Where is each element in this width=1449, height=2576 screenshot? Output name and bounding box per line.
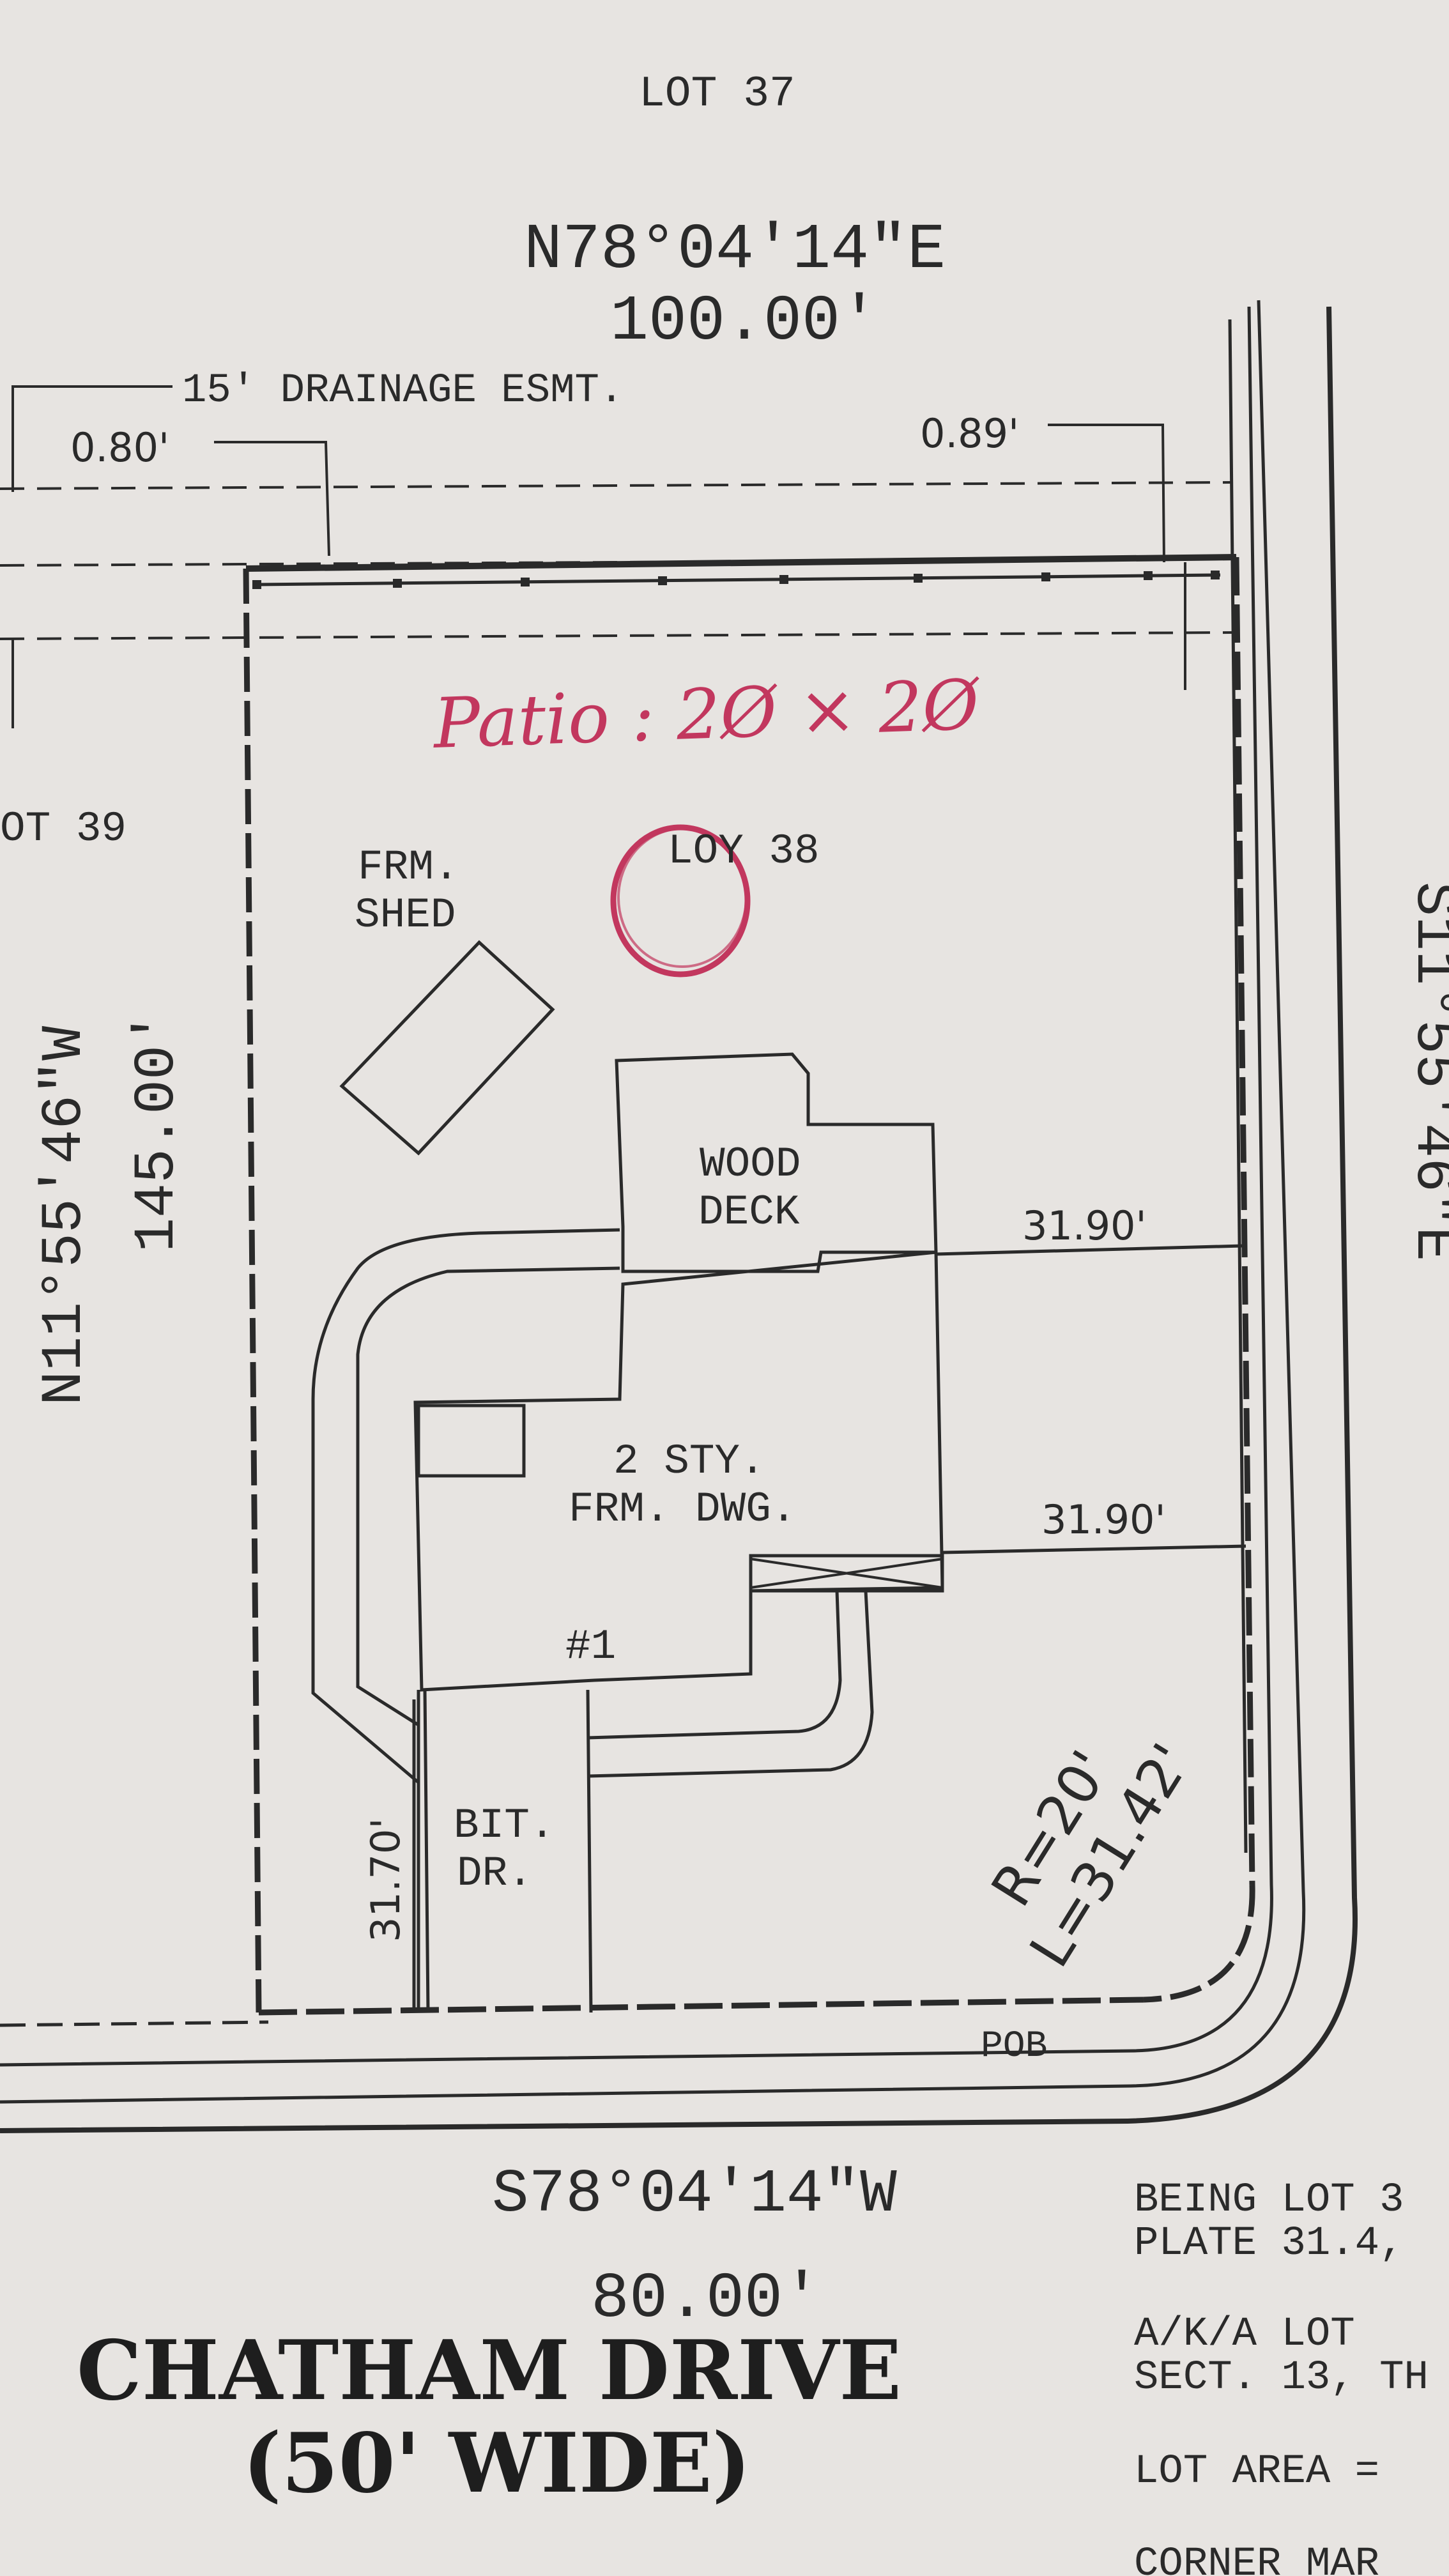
drainage-easement-label: 15' DRAINAGE ESMT. [182, 368, 624, 414]
driveway-label-1: BIT. [454, 1802, 555, 1850]
patio-note: Patio : 2Ø × 2Ø [431, 665, 982, 764]
offset-right-label: 0.89' [920, 410, 1019, 457]
north-bearing: N78°04'14"E [524, 215, 946, 287]
frame-shed [339, 940, 555, 1156]
legal-description: BEING LOT 3 PLATE 31.4, A/K/A LOT SECT. … [1134, 2177, 1429, 2576]
stoop-x [750, 1558, 943, 1589]
legal-line-6: CORNER MAR [1134, 2542, 1379, 2576]
handwritten-annotation: Patio : 2Ø × 2Ø [431, 665, 982, 977]
deck-label-1: WOOD [700, 1140, 801, 1188]
south-bearing: S78°04'14"W [492, 2159, 897, 2229]
setback-leaders [412, 1244, 1246, 2009]
west-distance: 145.00' [125, 1011, 190, 1252]
dwelling-label-2: FRM. DWG. [569, 1485, 796, 1533]
easement-leaders [12, 385, 1186, 728]
legal-line-2: PLATE 31.4, [1134, 2221, 1404, 2267]
fence-line [252, 571, 1221, 589]
legal-line-1: BEING LOT 3 [1134, 2177, 1404, 2223]
legal-line-4: SECT. 13, TH [1134, 2355, 1429, 2401]
deck-label-2: DECK [698, 1188, 800, 1236]
driveway-label-2: DR. [457, 1850, 533, 1897]
lot-39-label: OT 39 [0, 805, 126, 853]
south-distance: 80.00' [591, 2264, 821, 2336]
dwelling-bump [417, 1404, 526, 1478]
lot-38-label: LOY 38 [668, 827, 820, 875]
north-distance: 100.00' [610, 286, 878, 358]
east-bearing: S11°55'46"E [1400, 882, 1449, 1261]
setback-lower: 31.90' [1041, 1496, 1166, 1543]
dwelling [413, 1250, 944, 1692]
west-bearing: N11°55'46"W [33, 1026, 98, 1406]
lot-boundary [243, 554, 1255, 2016]
shed-label-1: FRM. [358, 843, 459, 891]
front-stoop [749, 1554, 944, 1593]
dwelling-label-1: 2 STY. [613, 1438, 765, 1485]
house-number: #1 [565, 1623, 616, 1671]
legal-line-3: A/K/A LOT [1134, 2312, 1355, 2358]
driveway [417, 1590, 874, 2013]
walkway [311, 1228, 620, 1784]
setback-front: 31.70' [362, 1818, 409, 1942]
shed-label-2: SHED [355, 891, 456, 939]
street-name: CHATHAM DRIVE [77, 2323, 901, 2419]
red-circle [610, 824, 751, 977]
street-width: (50' WIDE) [243, 2416, 751, 2511]
street-right-of-way [0, 300, 1358, 2133]
legal-line-5: LOT AREA = [1134, 2449, 1379, 2495]
lot-37-label: LOT 37 [639, 70, 795, 119]
offset-left-label: 0.80' [70, 424, 169, 471]
setback-upper: 31.90' [1022, 1202, 1147, 1249]
pob-label: POB [981, 2026, 1047, 2067]
